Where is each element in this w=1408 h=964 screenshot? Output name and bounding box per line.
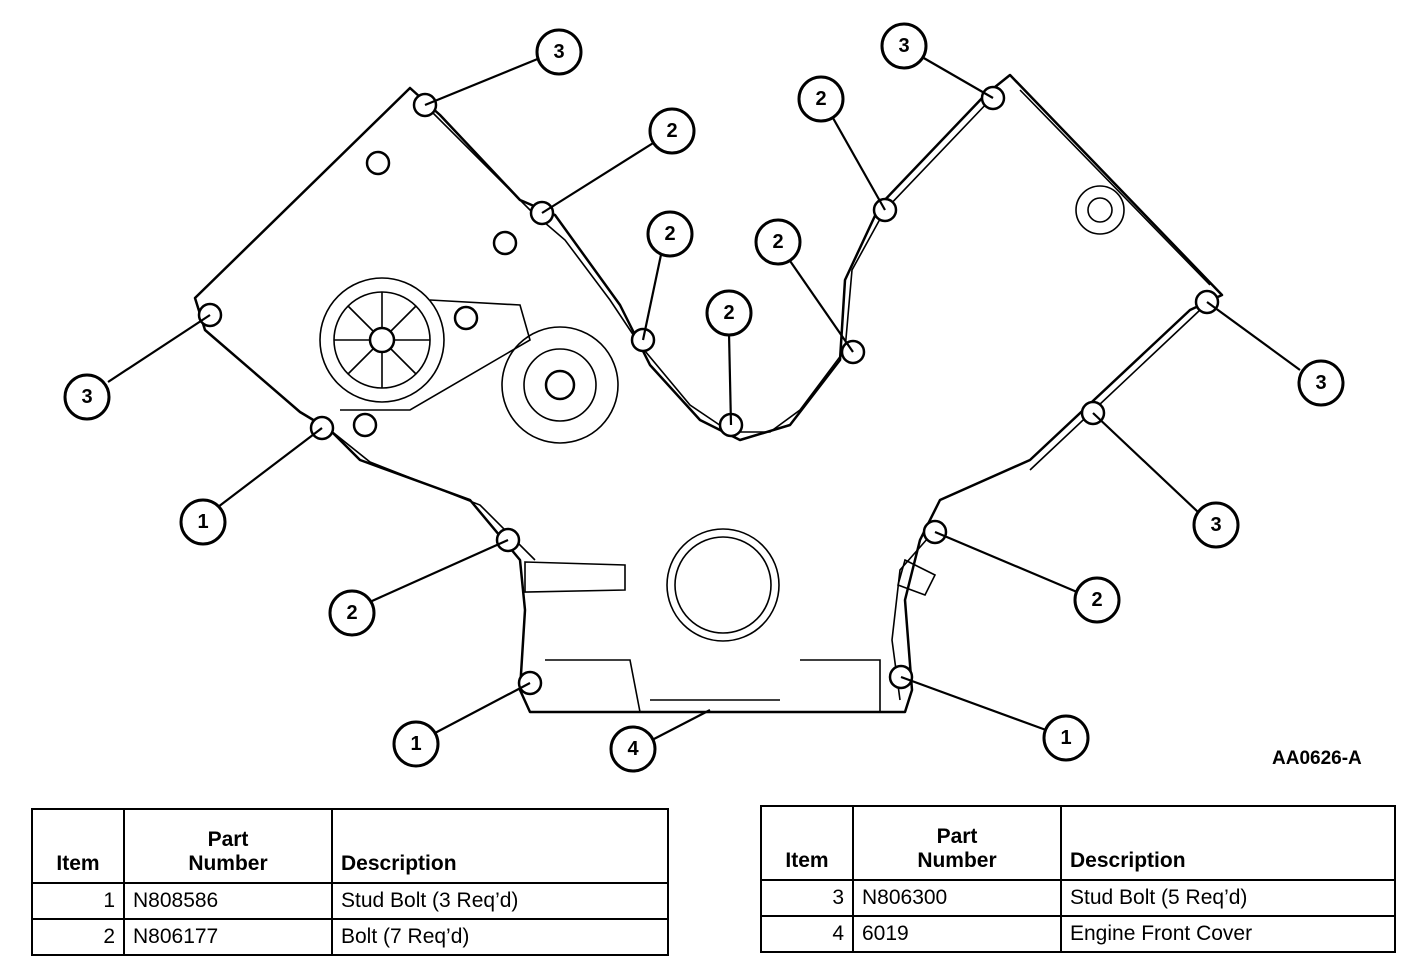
row-description: Bolt (7 Req’d) bbox=[331, 918, 669, 956]
svg-text:2: 2 bbox=[666, 120, 677, 142]
callout-3-top-right: 3 bbox=[880, 22, 928, 70]
svg-text:2: 2 bbox=[815, 88, 826, 110]
row-description: Engine Front Cover bbox=[1060, 915, 1396, 953]
callout-1-left: 1 bbox=[179, 498, 227, 546]
header-description: Description bbox=[331, 808, 669, 884]
callout-2-upper-right: 2 bbox=[797, 75, 845, 123]
engine-front-cover-diagram: 3 2 2 2 2 3 2 2 3 1 3 2 2 3 1 4 1 bbox=[63, 22, 1345, 773]
header-description: Description bbox=[1060, 805, 1396, 881]
svg-text:1: 1 bbox=[197, 511, 208, 533]
svg-text:3: 3 bbox=[1210, 514, 1221, 536]
svg-text:2: 2 bbox=[346, 602, 357, 624]
callout-4-bottom: 4 bbox=[609, 725, 657, 773]
row-part-number: N806300 bbox=[852, 879, 1062, 917]
svg-text:2: 2 bbox=[1091, 589, 1102, 611]
callout-1-bottom-left: 1 bbox=[392, 720, 440, 768]
leader-lines bbox=[107, 56, 1301, 741]
row-part-number: N808586 bbox=[123, 882, 333, 920]
oil-filter-adapter bbox=[1075, 185, 1125, 235]
header-item: Item bbox=[760, 805, 854, 881]
row-item: 3 bbox=[760, 879, 854, 917]
row-part-number: N806177 bbox=[123, 918, 333, 956]
callout-2-lower-left: 2 bbox=[328, 589, 376, 637]
row-item: 1 bbox=[31, 882, 125, 920]
crankshaft-seal bbox=[666, 528, 780, 642]
callout-3-lower-right: 3 bbox=[1192, 501, 1240, 549]
svg-text:4: 4 bbox=[627, 738, 639, 760]
callout-2-center: 2 bbox=[705, 289, 753, 337]
callout-2-upper-mid-left: 2 bbox=[646, 210, 694, 258]
svg-text:1: 1 bbox=[1060, 727, 1071, 749]
water-pump bbox=[319, 277, 445, 403]
sensor-connector bbox=[524, 558, 937, 596]
svg-text:2: 2 bbox=[772, 231, 783, 253]
svg-text:2: 2 bbox=[723, 302, 734, 324]
engine-front-cover-outline bbox=[193, 73, 1224, 714]
svg-text:3: 3 bbox=[898, 35, 909, 57]
callout-2-upper-left: 2 bbox=[648, 107, 696, 155]
callout-1-bottom-right: 1 bbox=[1042, 714, 1090, 762]
row-description: Stud Bolt (3 Req’d) bbox=[331, 882, 669, 920]
callout-3-top-left: 3 bbox=[535, 28, 583, 76]
svg-text:3: 3 bbox=[81, 386, 92, 408]
row-description: Stud Bolt (5 Req’d) bbox=[1060, 879, 1396, 917]
table-row: 1 N808586 Stud Bolt (3 Req’d) bbox=[31, 882, 669, 920]
table-row: 2 N806177 Bolt (7 Req’d) bbox=[31, 918, 669, 956]
row-item: 2 bbox=[31, 918, 125, 956]
callout-2-center-right: 2 bbox=[754, 218, 802, 266]
table-row: 3 N806300 Stud Bolt (5 Req’d) bbox=[760, 879, 1396, 917]
callout-2-lower-right: 2 bbox=[1073, 576, 1121, 624]
callout-3-right: 3 bbox=[1297, 359, 1345, 407]
callout-3-left: 3 bbox=[63, 373, 111, 421]
header-item: Item bbox=[31, 808, 125, 884]
row-item: 4 bbox=[760, 915, 854, 953]
svg-text:1: 1 bbox=[410, 733, 421, 755]
figure-id: AA0626-A bbox=[1272, 748, 1362, 769]
svg-text:2: 2 bbox=[664, 223, 675, 245]
idler-pulley bbox=[340, 299, 619, 444]
svg-text:3: 3 bbox=[1315, 372, 1326, 394]
svg-text:3: 3 bbox=[553, 41, 564, 63]
row-part-number: 6019 bbox=[852, 915, 1062, 953]
table-row: 4 6019 Engine Front Cover bbox=[760, 915, 1396, 953]
